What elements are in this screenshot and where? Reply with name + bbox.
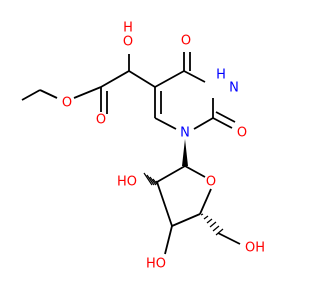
bond-c3-c2 xyxy=(156,181,173,227)
bond-methyl-oester xyxy=(39,89,58,99)
bond-oring-c4 xyxy=(199,188,212,215)
atom-o-c4: O xyxy=(181,34,191,49)
atom-n1: N xyxy=(180,126,190,141)
bond-chiral-c5 xyxy=(128,70,156,88)
atom-o-hydroxy-top: O xyxy=(123,35,133,50)
atom-o-ester: O xyxy=(62,96,72,111)
bond-c5-c4 xyxy=(154,70,185,88)
bond-c4-c3 xyxy=(171,213,201,227)
bond-ch2-oh xyxy=(217,232,241,245)
atom-labels: O H O O O H N N O O HO HO OH xyxy=(62,21,265,272)
bond-c3-oh xyxy=(164,225,173,255)
bond-c2-o xyxy=(212,117,233,129)
bond-c2-oh-hashed xyxy=(143,172,159,186)
atom-h-hydroxy-top: H xyxy=(123,21,133,36)
atom-n3: N xyxy=(229,81,239,96)
bond-c1-oring xyxy=(184,165,206,178)
bond-c-chiral xyxy=(100,70,130,88)
atom-o-carbonyl-ester: O xyxy=(96,113,106,128)
bond-methyl-stub xyxy=(21,89,41,101)
bond-c4-n3 xyxy=(183,70,206,83)
bond-n1-c6 xyxy=(154,117,177,130)
atom-oh-5prime: OH xyxy=(245,241,265,256)
atom-ho-2prime: HO xyxy=(117,175,137,190)
atom-o-ring: O xyxy=(206,175,216,190)
bond-c4-ch2-hashed xyxy=(200,213,224,236)
atom-ho-3prime: HO xyxy=(146,257,166,272)
bond-c2-n1 xyxy=(193,117,214,130)
molecule-structure: O H O O O H N N O O HO HO OH xyxy=(21,21,265,272)
bond-oester-c xyxy=(73,86,102,99)
bond-n1-c1prime-wedge xyxy=(182,139,188,166)
bonds xyxy=(39,52,241,255)
bond-c2-o-double xyxy=(215,111,236,123)
bond-c1-c2 xyxy=(156,165,186,183)
atom-n3-h: H xyxy=(216,68,226,83)
atom-o-c2: O xyxy=(237,126,247,141)
